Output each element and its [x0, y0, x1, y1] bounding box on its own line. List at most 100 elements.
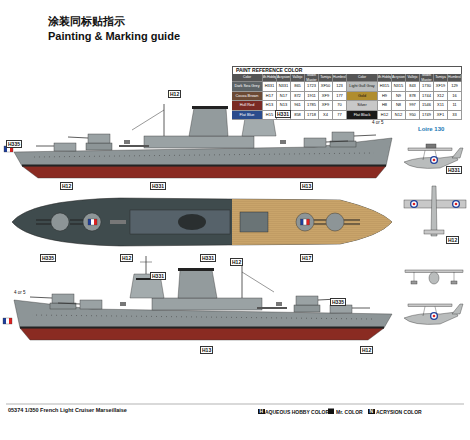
paint-code: 997 — [406, 101, 420, 111]
table-header-cell: Tamiya — [319, 74, 333, 82]
paint-code: 11 — [448, 101, 462, 111]
table-header-cell: Model Master — [305, 74, 319, 82]
callout-number: H12 — [168, 90, 181, 98]
paint-code: N331 — [277, 82, 291, 92]
color-name: Gold — [358, 94, 366, 98]
table-header-cell: Humbrol — [448, 74, 462, 82]
paint-code: 129 — [448, 82, 462, 92]
paint-code: 872 — [291, 92, 305, 102]
paint-code: 77 — [333, 111, 347, 121]
callout-number: H12 — [60, 182, 73, 190]
callout-number: H17 — [300, 254, 313, 262]
color-system-mark: H — [258, 409, 265, 415]
paint-code: X12 — [434, 92, 448, 102]
callout-number: H12 — [360, 346, 373, 354]
paint-code: 1546 — [420, 101, 434, 111]
legend-text: AQUEOUS HOBBY COLOR — [265, 409, 329, 415]
color-swatch: Silver — [347, 101, 378, 111]
paint-code: 70 — [333, 101, 347, 111]
paint-code: X11 — [434, 101, 448, 111]
guide-title: 涂装同标贴指示 — [48, 14, 125, 29]
paint-code: 1730 — [420, 82, 434, 92]
table-header-cell: Color — [347, 74, 378, 82]
paint-code: XF9 — [319, 101, 333, 111]
table-header-cell: Acrysion — [392, 74, 406, 82]
callout-number: H331 — [446, 166, 462, 174]
table-header-cell: Model Master — [420, 74, 434, 82]
paint-code: X4 — [319, 111, 333, 121]
paint-code: 865 — [291, 82, 305, 92]
callout-number: H335 — [40, 254, 56, 262]
paint-code: H17 — [263, 92, 277, 102]
color-swatch: Cocoa Brown — [232, 92, 263, 102]
callout-number: H331 — [150, 182, 166, 190]
table-header-cell: Acrysion — [277, 74, 291, 82]
paint-code: N9 — [392, 92, 406, 102]
paint-code: 858 — [291, 111, 305, 121]
paint-code: XF50 — [319, 82, 333, 92]
color-swatch: Flat Black — [347, 111, 378, 121]
color-name: Flat Blue — [240, 113, 255, 117]
paint-code: 843 — [406, 82, 420, 92]
color-name: Cocoa Brown — [236, 94, 259, 98]
paint-code: XF19 — [434, 82, 448, 92]
color-swatch: Hull Red — [232, 101, 263, 111]
callout-number: H335 — [6, 140, 22, 148]
paint-code: 1718 — [305, 111, 319, 121]
paint-code: 33 — [448, 111, 462, 121]
paint-code: 878 — [406, 92, 420, 102]
callout-number: H331 — [275, 110, 291, 118]
paint-code: N315 — [392, 82, 406, 92]
marking-note: 4 or 5 — [14, 290, 26, 295]
color-name: Silver — [357, 103, 367, 107]
table-header-cell: Vallejo — [406, 74, 420, 82]
kit-caption: 05374 1/350 French Light Cruiser Marseil… — [8, 407, 127, 413]
table-header-cell: Tamiya — [434, 74, 448, 82]
paint-code: N17 — [277, 92, 291, 102]
paint-code: N12 — [392, 111, 406, 121]
color-system-mark: N — [368, 409, 375, 415]
callout-number: H13 — [300, 182, 313, 190]
paint-code: XF1 — [434, 111, 448, 121]
callout-number: H331 — [150, 272, 166, 280]
paint-code: 16 — [448, 92, 462, 102]
color-name: Flat Black — [354, 113, 371, 117]
table-header-cell: Mr.Hobby — [263, 74, 277, 82]
color-name: Light Gull Gray — [349, 84, 374, 88]
paint-code: 961 — [291, 101, 305, 111]
color-swatch: Gold — [347, 92, 378, 102]
paint-code: H12 — [378, 111, 392, 121]
color-name: Hull Red — [240, 103, 255, 107]
paint-code: 1723 — [305, 82, 319, 92]
color-name: Dark Sea Grey — [234, 84, 259, 88]
paint-code: 1749 — [420, 111, 434, 121]
callout-number: H12 — [120, 254, 133, 262]
paint-code: 123 — [333, 82, 347, 92]
table-header-cell: Color — [232, 74, 263, 82]
paint-code: XF9 — [319, 92, 333, 102]
paint-code: 177 — [333, 92, 347, 102]
paint-code: 1911 — [305, 92, 319, 102]
color-swatch: Dark Sea Grey — [232, 82, 263, 92]
paint-code: N8 — [392, 101, 406, 111]
callout-number: H12 — [446, 236, 459, 244]
aircraft-name: Loire 130 — [418, 126, 444, 132]
guide-subtitle: Painting & Marking guide — [48, 30, 180, 42]
table-header-cell: Mr.Hobby — [378, 74, 392, 82]
table-header-cell: Humbrol — [333, 74, 347, 82]
paint-code: 1744 — [420, 92, 434, 102]
table-title: PAINT REFERENCE COLOR — [236, 67, 302, 73]
callout-number: H12 — [230, 258, 243, 266]
paint-code: H331 — [263, 82, 277, 92]
table-header-cell: Vallejo — [291, 74, 305, 82]
paint-code: 1785 — [305, 101, 319, 111]
color-swatch: Light Gull Gray — [347, 82, 378, 92]
callout-number: H335 — [330, 298, 346, 306]
paint-code: H315 — [378, 82, 392, 92]
callout-number: H13 — [200, 346, 213, 354]
color-swatch: Flat Blue — [232, 111, 263, 121]
paint-code: H9 — [378, 92, 392, 102]
paint-code: 950 — [406, 111, 420, 121]
legend-text: Mr. COLOR — [336, 409, 363, 415]
legend-text: ACRYSION COLOR — [376, 409, 422, 415]
